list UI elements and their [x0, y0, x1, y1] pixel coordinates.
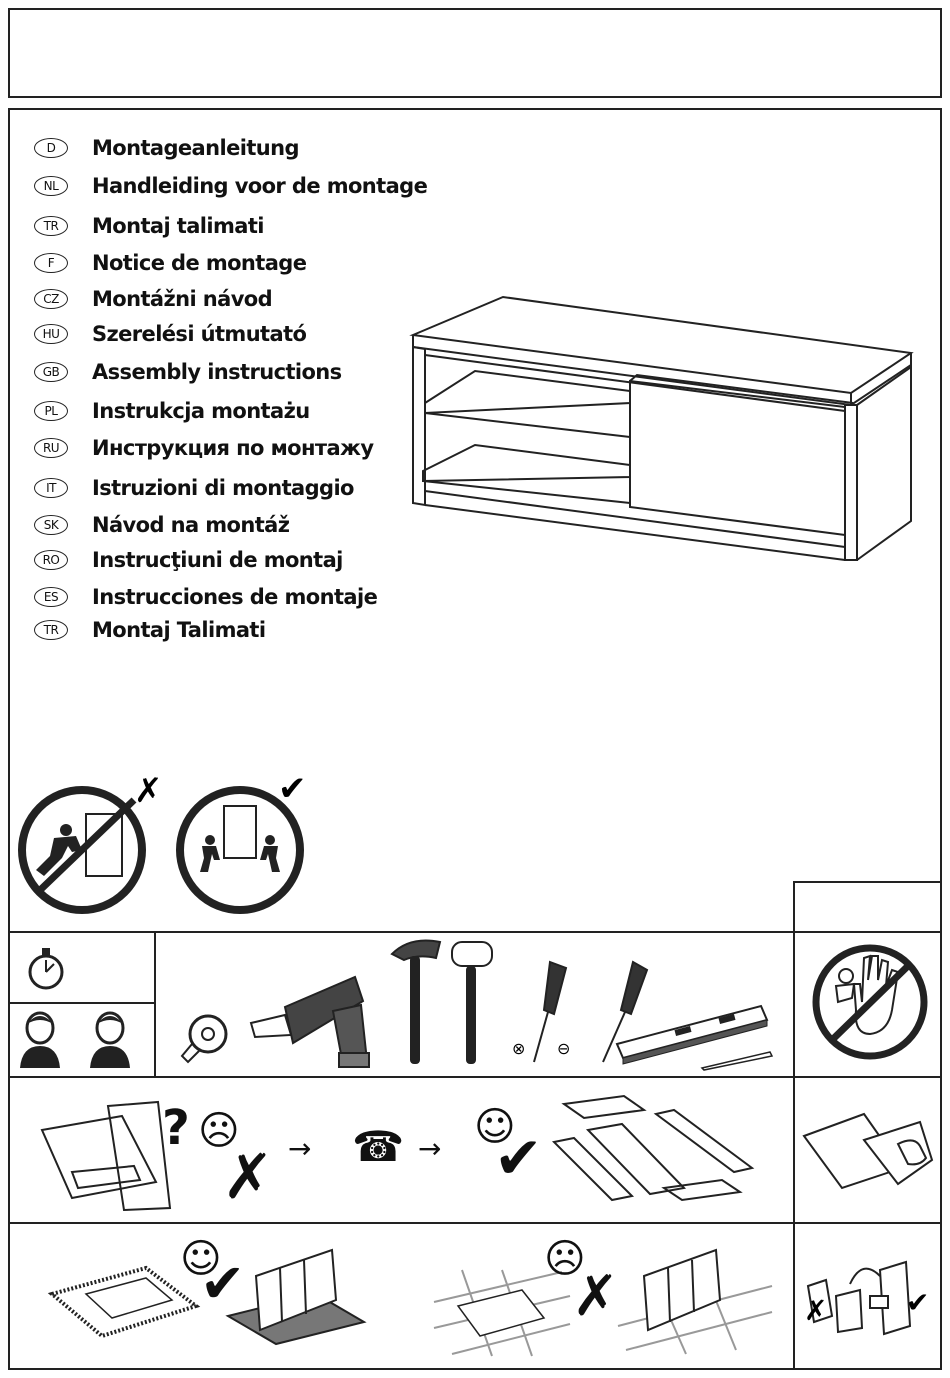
language-title: Инструкция по монтажу	[92, 436, 374, 460]
happy-face-icon: ☺	[180, 1236, 222, 1282]
header-box	[8, 8, 942, 98]
language-title: Montaj talimati	[92, 214, 264, 238]
language-item: NL Handleiding voor de montage	[34, 171, 428, 201]
drill-icon	[249, 975, 370, 1068]
language-code: NL	[34, 176, 68, 196]
divider	[154, 931, 156, 1077]
language-title: Szerelési útmutató	[92, 322, 307, 346]
language-code: TR	[34, 620, 68, 640]
arrow-icon: →	[418, 1132, 442, 1165]
divider	[793, 881, 795, 1370]
language-title: Assembly instructions	[92, 360, 342, 384]
sad-face-icon: ☹	[544, 1236, 586, 1282]
tv-cabinet-illustration	[409, 295, 914, 561]
language-code: TR	[34, 216, 68, 236]
telephone-icon: ☎	[352, 1122, 405, 1171]
happy-face-icon: ☺	[474, 1104, 516, 1150]
language-code: PL	[34, 401, 68, 421]
mallet-icon	[451, 941, 493, 1064]
language-item: HU Szerelési útmutató	[34, 319, 307, 349]
language-code: F	[34, 253, 68, 273]
language-item: F Notice de montage	[34, 248, 307, 278]
drag-furniture-prohibited-icon: ✗	[18, 772, 163, 914]
cross-mark: ✗	[134, 772, 163, 810]
language-title: Montážni návod	[92, 287, 273, 311]
language-title: Montageanleitung	[92, 136, 300, 160]
hammer-icon	[390, 939, 442, 1064]
divider	[8, 1002, 156, 1004]
language-item: RO Instrucţiuni de montaj	[34, 545, 343, 575]
no-children-icon	[812, 944, 928, 1060]
two-persons-icon	[20, 1011, 130, 1068]
carpet-cabinet-ok-illustration	[225, 1248, 367, 1346]
language-title: Instrukcja montażu	[92, 399, 310, 423]
divider	[8, 1076, 942, 1078]
language-item: RU Инструкция по монтажу	[34, 433, 374, 463]
language-title: Instrucţiuni de montaj	[92, 548, 343, 572]
language-code: ES	[34, 587, 68, 607]
arrow-icon: →	[288, 1132, 312, 1165]
check-mark: ✔	[278, 770, 307, 808]
phillips-symbol: ⊗	[512, 1041, 525, 1058]
phillips-screwdriver-icon: ⊗	[512, 960, 568, 1063]
floor-panel-bad-illustration	[433, 1269, 571, 1357]
language-item: SK Návod na montáž	[34, 510, 290, 540]
check-mark: ✔	[494, 1124, 543, 1192]
language-item: CZ Montážni návod	[34, 284, 273, 314]
cross-mark: ✗	[222, 1140, 274, 1213]
language-title: Notice de montage	[92, 251, 307, 275]
divider	[8, 931, 942, 933]
language-title: Montaj Talimati	[92, 618, 266, 642]
cross-mark: ✗	[572, 1264, 619, 1329]
language-item: PL Instrukcja montażu	[34, 396, 310, 426]
tape-measure-icon	[180, 1014, 228, 1064]
floor-cabinet-bad-illustration	[617, 1248, 773, 1355]
carpet-panel-ok-illustration	[47, 1265, 201, 1339]
language-code: CZ	[34, 289, 68, 309]
cross-mark: ✗	[804, 1295, 827, 1326]
instruction-sheet	[8, 108, 942, 1370]
recycling-icon: ✗ ✔	[804, 1260, 929, 1336]
language-title: Istruzioni di montaggio	[92, 476, 354, 500]
sorted-parts-illustration	[551, 1094, 755, 1202]
language-item: D Montageanleitung	[34, 133, 300, 163]
check-mark: ✔	[200, 1252, 246, 1315]
language-code: RO	[34, 550, 68, 570]
language-item: GB Assembly instructions	[34, 357, 342, 387]
language-title: Návod na montáž	[92, 513, 290, 537]
pencil-icon	[700, 1051, 774, 1071]
divider	[793, 881, 942, 883]
language-code: IT	[34, 478, 68, 498]
stopwatch-icon	[28, 948, 64, 990]
flat-screwdriver-icon: ⊖	[557, 960, 649, 1063]
language-title: Instrucciones de montaje	[92, 585, 378, 609]
language-code: GB	[34, 362, 68, 382]
messy-parts-illustration	[40, 1100, 172, 1212]
language-item: IT Istruzioni di montaggio	[34, 473, 354, 503]
language-code: D	[34, 138, 68, 158]
language-code: HU	[34, 324, 68, 344]
language-code: SK	[34, 515, 68, 535]
cleaning-icon	[802, 1112, 934, 1190]
carry-furniture-together-icon: ✔	[176, 770, 307, 914]
language-item: TR Montaj Talimati	[34, 615, 266, 645]
language-item: TR Montaj talimati	[34, 211, 264, 241]
spirit-level-icon	[615, 1004, 769, 1065]
check-mark: ✔	[906, 1287, 929, 1318]
sad-face-icon: ☹	[198, 1108, 240, 1154]
divider	[8, 1222, 942, 1224]
language-title: Handleiding voor de montage	[92, 174, 428, 198]
flat-symbol: ⊖	[557, 1041, 570, 1058]
language-code: RU	[34, 438, 68, 458]
question-mark: ?	[162, 1100, 190, 1156]
language-item: ES Instrucciones de montaje	[34, 582, 378, 612]
